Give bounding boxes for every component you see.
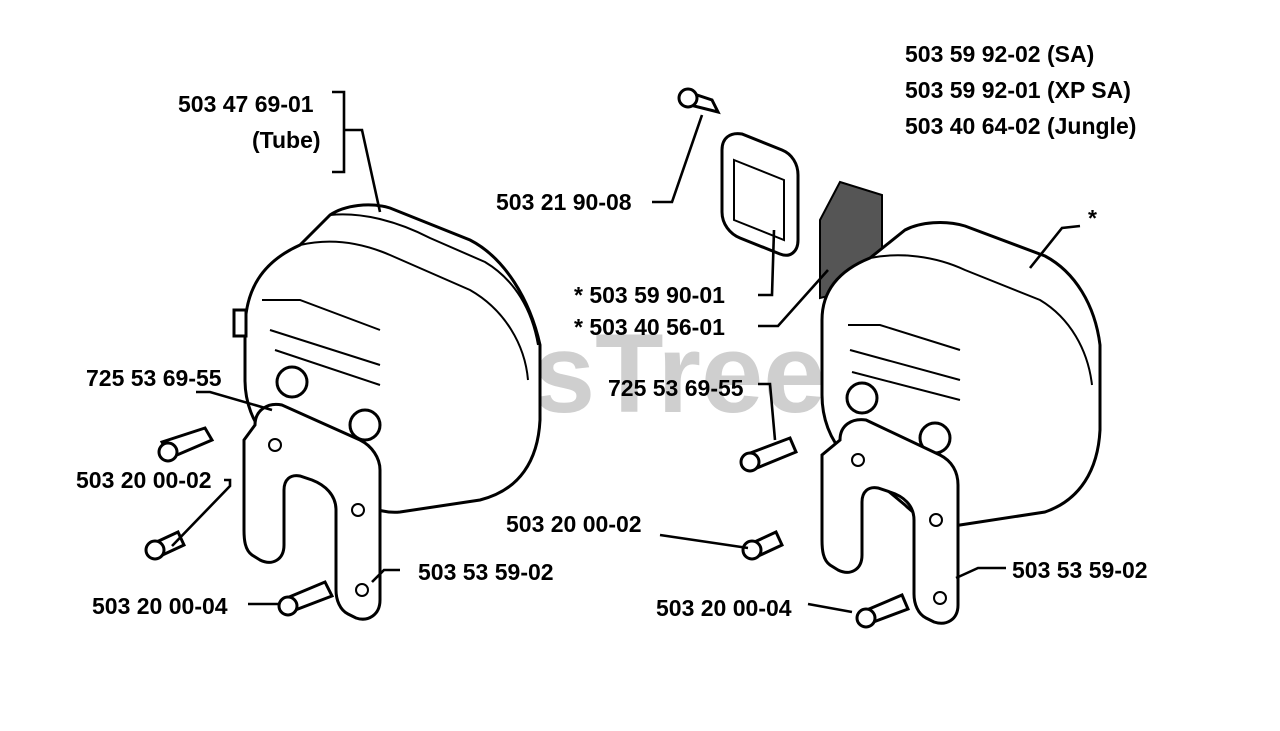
bracket-right-label: 503 53 59-02 (1012, 557, 1148, 583)
tube-note-label: (Tube) (252, 127, 321, 153)
right-bracket (820, 418, 960, 625)
muffler-group-xp-label: 503 59 92-01 (XP SA) (905, 77, 1131, 103)
asterisk-marker: * (1088, 205, 1097, 231)
tube-part-label: 503 47 69-01 (178, 91, 314, 117)
screw-bottom-right-label: 503 20 00-04 (656, 595, 792, 621)
bolt-left-label: 725 53 69-55 (86, 365, 222, 391)
muffler-group-jungle-label: 503 40 64-02 (Jungle) (905, 113, 1136, 139)
gasket-plate (720, 132, 800, 257)
leader-lines (171, 90, 1081, 614)
muffler-group-sa-label: 503 59 92-02 (SA) (905, 41, 1094, 67)
spark-screen-label: * 503 40 56-01 (574, 314, 725, 340)
screw-left-label: 503 20 00-02 (76, 467, 212, 493)
left-bolts (144, 426, 335, 617)
bracket-left-label: 503 53 59-02 (418, 559, 554, 585)
left-bracket (242, 402, 382, 621)
top-screw (677, 87, 721, 115)
screw-right-label: 503 20 00-02 (506, 511, 642, 537)
gasket-label: * 503 59 90-01 (574, 282, 725, 308)
right-bolts (739, 436, 910, 629)
screw-top-label: 503 21 90-08 (496, 189, 632, 215)
screw-bottom-left-label: 503 20 00-04 (92, 593, 228, 619)
bolt-right-label: 725 53 69-55 (608, 375, 744, 401)
